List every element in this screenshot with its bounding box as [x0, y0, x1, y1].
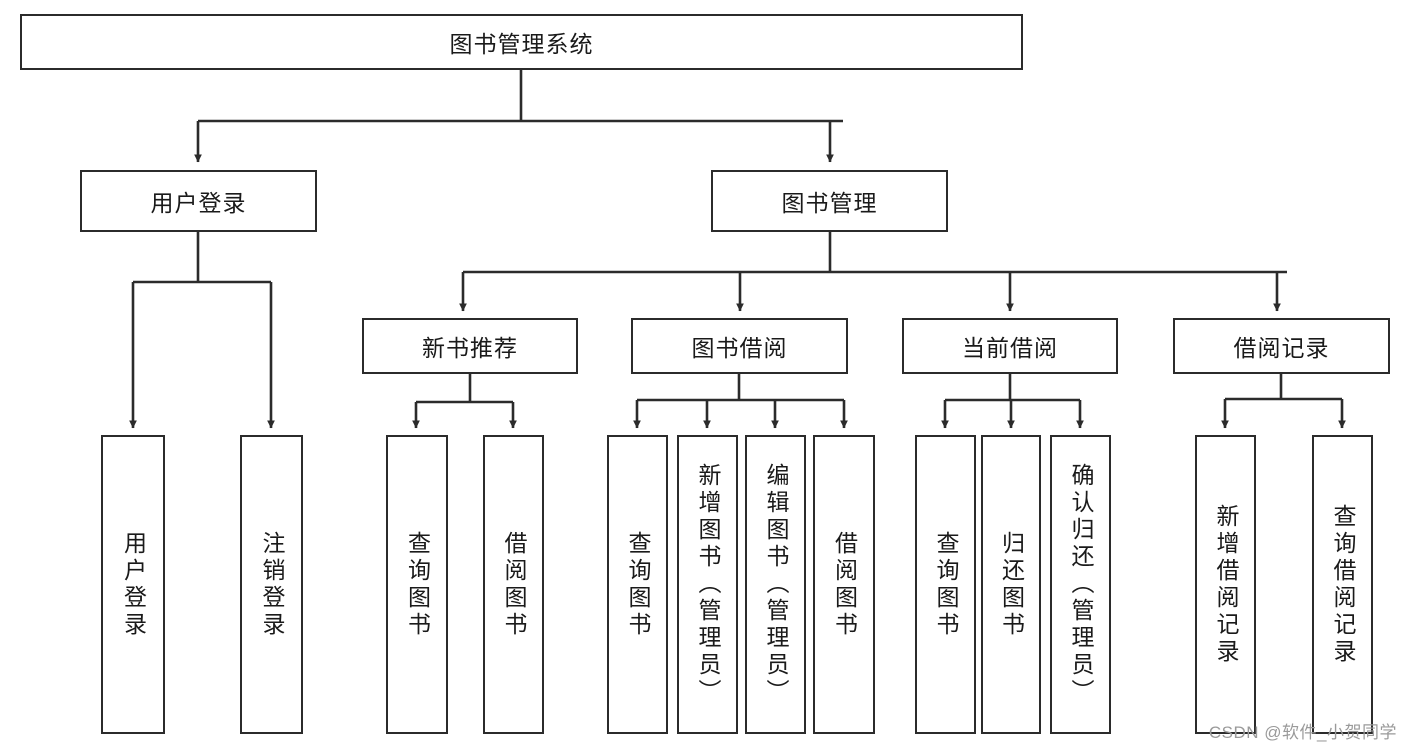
- node-label: 新书推荐: [422, 335, 518, 361]
- leaf-new-book-borrow-book[interactable]: 借阅图书: [483, 435, 544, 734]
- leaf-new-book-query-book[interactable]: 查询图书: [386, 435, 448, 734]
- node-book-borrow[interactable]: 图书借阅: [631, 318, 848, 374]
- leaf-book-borrow-query-book[interactable]: 查询图书: [607, 435, 668, 734]
- node-current-borrow[interactable]: 当前借阅: [902, 318, 1118, 374]
- leaf-book-borrow-add-book-admin[interactable]: 新增图书（管理员）: [677, 435, 738, 734]
- node-label: 用户登录: [120, 530, 147, 639]
- node-label: 查询图书: [625, 530, 651, 639]
- node-borrow-record[interactable]: 借阅记录: [1173, 318, 1390, 374]
- node-user-login[interactable]: 用户登录: [80, 170, 317, 232]
- csdn-watermark: CSDN @软件_小贺同学: [1208, 723, 1397, 742]
- leaf-borrow-record-add-record[interactable]: 新增借阅记录: [1195, 435, 1256, 734]
- leaf-user-login-login[interactable]: 用户登录: [101, 435, 165, 734]
- leaf-book-borrow-edit-book-admin[interactable]: 编辑图书（管理员）: [745, 435, 806, 734]
- node-label: 当前借阅: [962, 335, 1058, 361]
- leaf-current-borrow-return-book[interactable]: 归还图书: [981, 435, 1041, 734]
- node-book-management[interactable]: 图书管理: [711, 170, 948, 232]
- node-new-book-recommendation[interactable]: 新书推荐: [362, 318, 578, 374]
- node-label: 图书管理系统: [449, 31, 594, 57]
- node-label: 用户登录: [150, 190, 247, 216]
- node-label: 新增图书（管理员）: [695, 463, 721, 706]
- node-label: 图书管理: [781, 190, 878, 216]
- node-label: 借阅图书: [831, 530, 858, 639]
- node-label: 确认归还（管理员）: [1068, 463, 1094, 706]
- node-label: 归还图书: [998, 530, 1025, 639]
- leaf-book-borrow-borrow-book[interactable]: 借阅图书: [813, 435, 875, 734]
- node-label: 新增借阅记录: [1213, 503, 1239, 666]
- node-label: 注销登录: [259, 530, 285, 639]
- leaf-current-borrow-query-book[interactable]: 查询图书: [915, 435, 976, 734]
- node-label: 查询图书: [404, 530, 431, 639]
- node-root-book-management-system[interactable]: 图书管理系统: [20, 14, 1023, 70]
- node-label: 查询借阅记录: [1330, 503, 1356, 666]
- leaf-current-borrow-confirm-return-admin[interactable]: 确认归还（管理员）: [1050, 435, 1111, 734]
- node-label: 借阅图书: [501, 530, 527, 639]
- leaf-borrow-record-query-record[interactable]: 查询借阅记录: [1312, 435, 1373, 734]
- node-label: 借阅记录: [1233, 335, 1330, 361]
- node-label: 编辑图书（管理员）: [763, 463, 789, 706]
- node-label: 图书借阅: [691, 335, 788, 361]
- node-label: 查询图书: [933, 530, 959, 639]
- leaf-user-login-logout[interactable]: 注销登录: [240, 435, 303, 734]
